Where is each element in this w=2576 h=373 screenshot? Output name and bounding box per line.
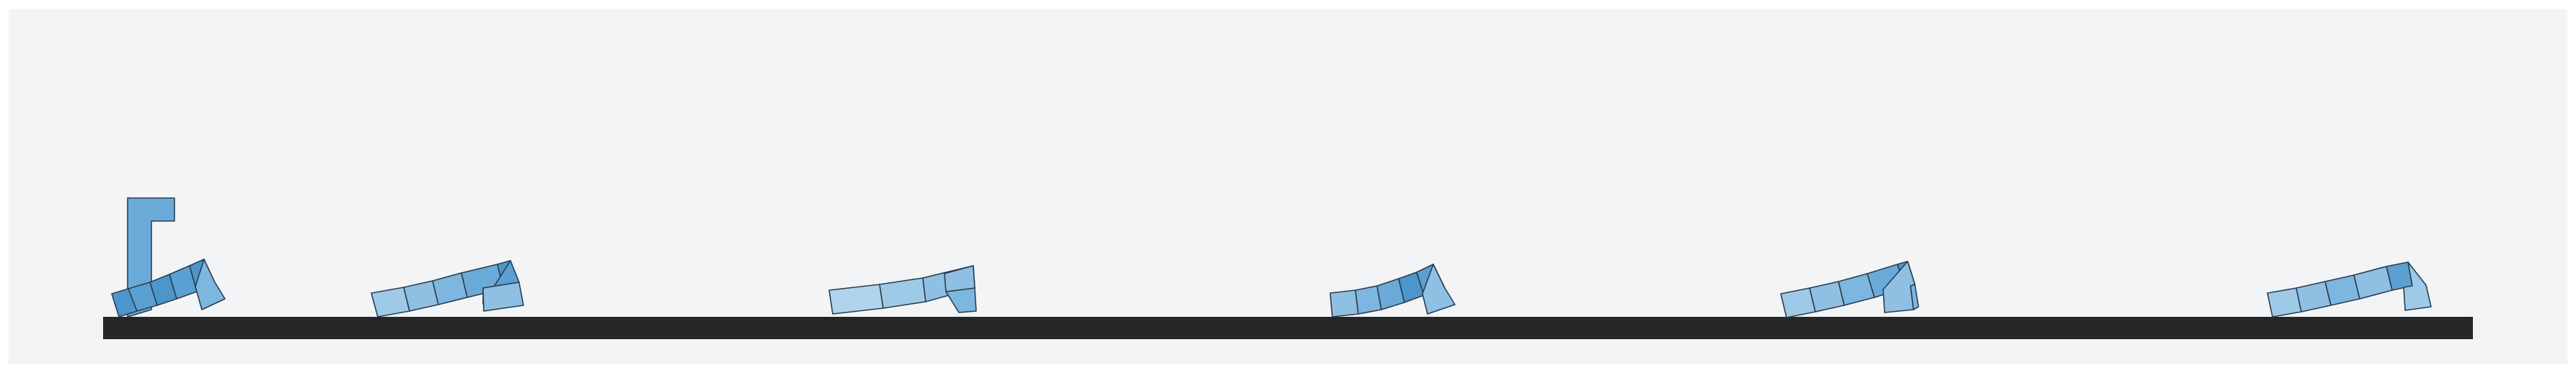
figure-5-segment bbox=[1910, 284, 1919, 310]
figure-3 bbox=[828, 265, 977, 315]
figure-3-segment bbox=[944, 265, 975, 292]
figure-2-segment bbox=[482, 282, 524, 312]
figure-4-segment bbox=[1329, 289, 1359, 318]
figure-2 bbox=[371, 260, 524, 318]
figure-4-segment bbox=[1422, 264, 1456, 315]
figures-layer bbox=[111, 197, 2432, 318]
figure-4 bbox=[1329, 264, 1456, 318]
figure-3-segment bbox=[828, 284, 884, 315]
figure-2-segment bbox=[371, 287, 410, 318]
figure-5 bbox=[1780, 261, 1919, 318]
figure-1-segment bbox=[195, 259, 226, 310]
ground-platform bbox=[103, 317, 2473, 339]
figure-1 bbox=[111, 197, 226, 318]
figure-6-segment bbox=[2267, 287, 2302, 318]
figure-6 bbox=[2267, 261, 2432, 318]
figure-6-segment bbox=[2403, 261, 2432, 311]
